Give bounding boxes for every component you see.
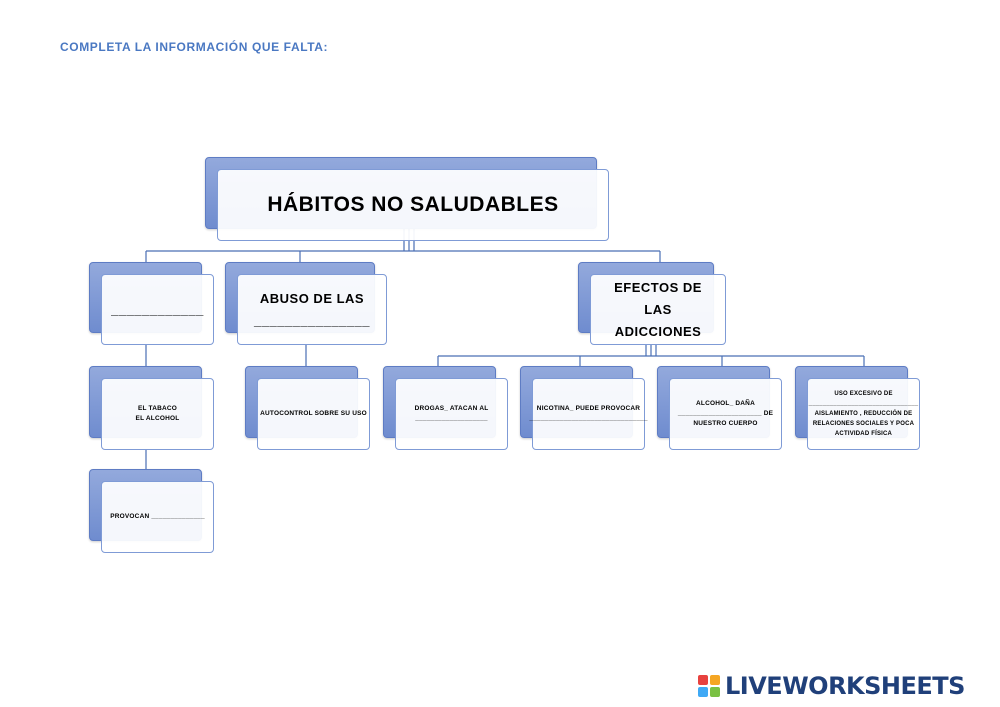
node-habitos-no-saludables: HÁBITOS NO SALUDABLES [205, 157, 609, 241]
node-front: NICOTINA_ PUEDE PROVOCAR _______________… [529, 378, 648, 450]
node-uso-line2: _______________________________ [808, 401, 919, 407]
node-efectos-de-las-adicciones: EFECTOS DE LAS ADICCIONES [578, 262, 726, 345]
logo-text: LIVEWORKSHEETS [725, 672, 965, 700]
node-front: ALCOHOL_ DAÑA ______________________ DE … [669, 378, 782, 450]
node-alcohol: ALCOHOL_ DAÑA ______________________ DE … [657, 366, 782, 450]
node-tabaco-line1: EL TABACO [137, 405, 178, 412]
node-uso-line3: AISLAMIENTO , REDUCCIÓN DE [814, 411, 913, 417]
logo-square-green [710, 687, 720, 697]
node-abuso-de-las: ABUSO DE LAS _______________ [225, 262, 387, 345]
node-blank: ____________ [89, 262, 214, 345]
node-abuso-line1: ABUSO DE LAS [259, 290, 365, 306]
node-provocan-text: PROVOCAN ______________ [110, 513, 205, 520]
node-front: EL TABACO EL ALCOHOL [101, 378, 214, 450]
logo-square-orange [710, 675, 720, 685]
node-root-text: HÁBITOS NO SALUDABLES [267, 193, 559, 216]
node-efectos-line2: LAS [644, 301, 672, 317]
node-front: DROGAS_ ATACAN AL ___________________ [395, 378, 508, 450]
node-front: ABUSO DE LAS _______________ [237, 274, 387, 345]
node-tabaco-alcohol: EL TABACO EL ALCOHOL [89, 366, 214, 450]
node-abuso-line2: _______________ [254, 312, 370, 328]
node-uso-excesivo: USO EXCESIVO DE ________________________… [795, 366, 920, 450]
node-tabaco-line2: EL ALCOHOL [135, 415, 180, 422]
node-drogas-line1: DROGAS_ ATACAN AL [414, 405, 489, 412]
node-nicotina: NICOTINA_ PUEDE PROVOCAR _______________… [520, 366, 648, 450]
node-efectos-line3: ADICCIONES [614, 323, 702, 339]
node-nicotina-line1: NICOTINA_ PUEDE PROVOCAR [536, 405, 641, 412]
node-front: ____________ [101, 274, 214, 345]
node-alcohol-line3: NUESTRO CUERPO [693, 420, 758, 427]
node-efectos-line1: EFECTOS DE [614, 279, 702, 295]
node-autocontrol: AUTOCONTROL SOBRE SU USO [245, 366, 370, 450]
node-front: HÁBITOS NO SALUDABLES [217, 169, 609, 241]
node-front: AUTOCONTROL SOBRE SU USO [257, 378, 370, 450]
node-uso-line4: RELACIONES SOCIALES Y POCA [812, 421, 915, 427]
liveworksheets-logo-icon [698, 675, 720, 697]
node-uso-line5: ACTIVIDAD FÍSICA [834, 431, 893, 437]
node-alcohol-line2: ______________________ DE [677, 410, 774, 417]
node-provocan: PROVOCAN ______________ [89, 469, 214, 553]
node-uso-line1: USO EXCESIVO DE [834, 391, 893, 397]
node-drogas-line2: ___________________ [415, 415, 488, 422]
node-front: PROVOCAN ______________ [101, 481, 214, 553]
node-alcohol-line1: ALCOHOL_ DAÑA [696, 400, 755, 407]
logo-square-red [698, 675, 708, 685]
node-autocontrol-text: AUTOCONTROL SOBRE SU USO [260, 410, 367, 417]
liveworksheets-logo: LIVEWORKSHEETS [698, 672, 965, 700]
node-drogas: DROGAS_ ATACAN AL ___________________ [383, 366, 508, 450]
node-front: USO EXCESIVO DE ________________________… [807, 378, 920, 450]
node-nicotina-line2: _______________________________ [529, 415, 648, 422]
node-front: EFECTOS DE LAS ADICCIONES [590, 274, 726, 345]
node-blank-text: ____________ [111, 301, 204, 317]
instruction-text: COMPLETA LA INFORMACIÓN QUE FALTA: [60, 40, 329, 54]
logo-square-blue [698, 687, 708, 697]
